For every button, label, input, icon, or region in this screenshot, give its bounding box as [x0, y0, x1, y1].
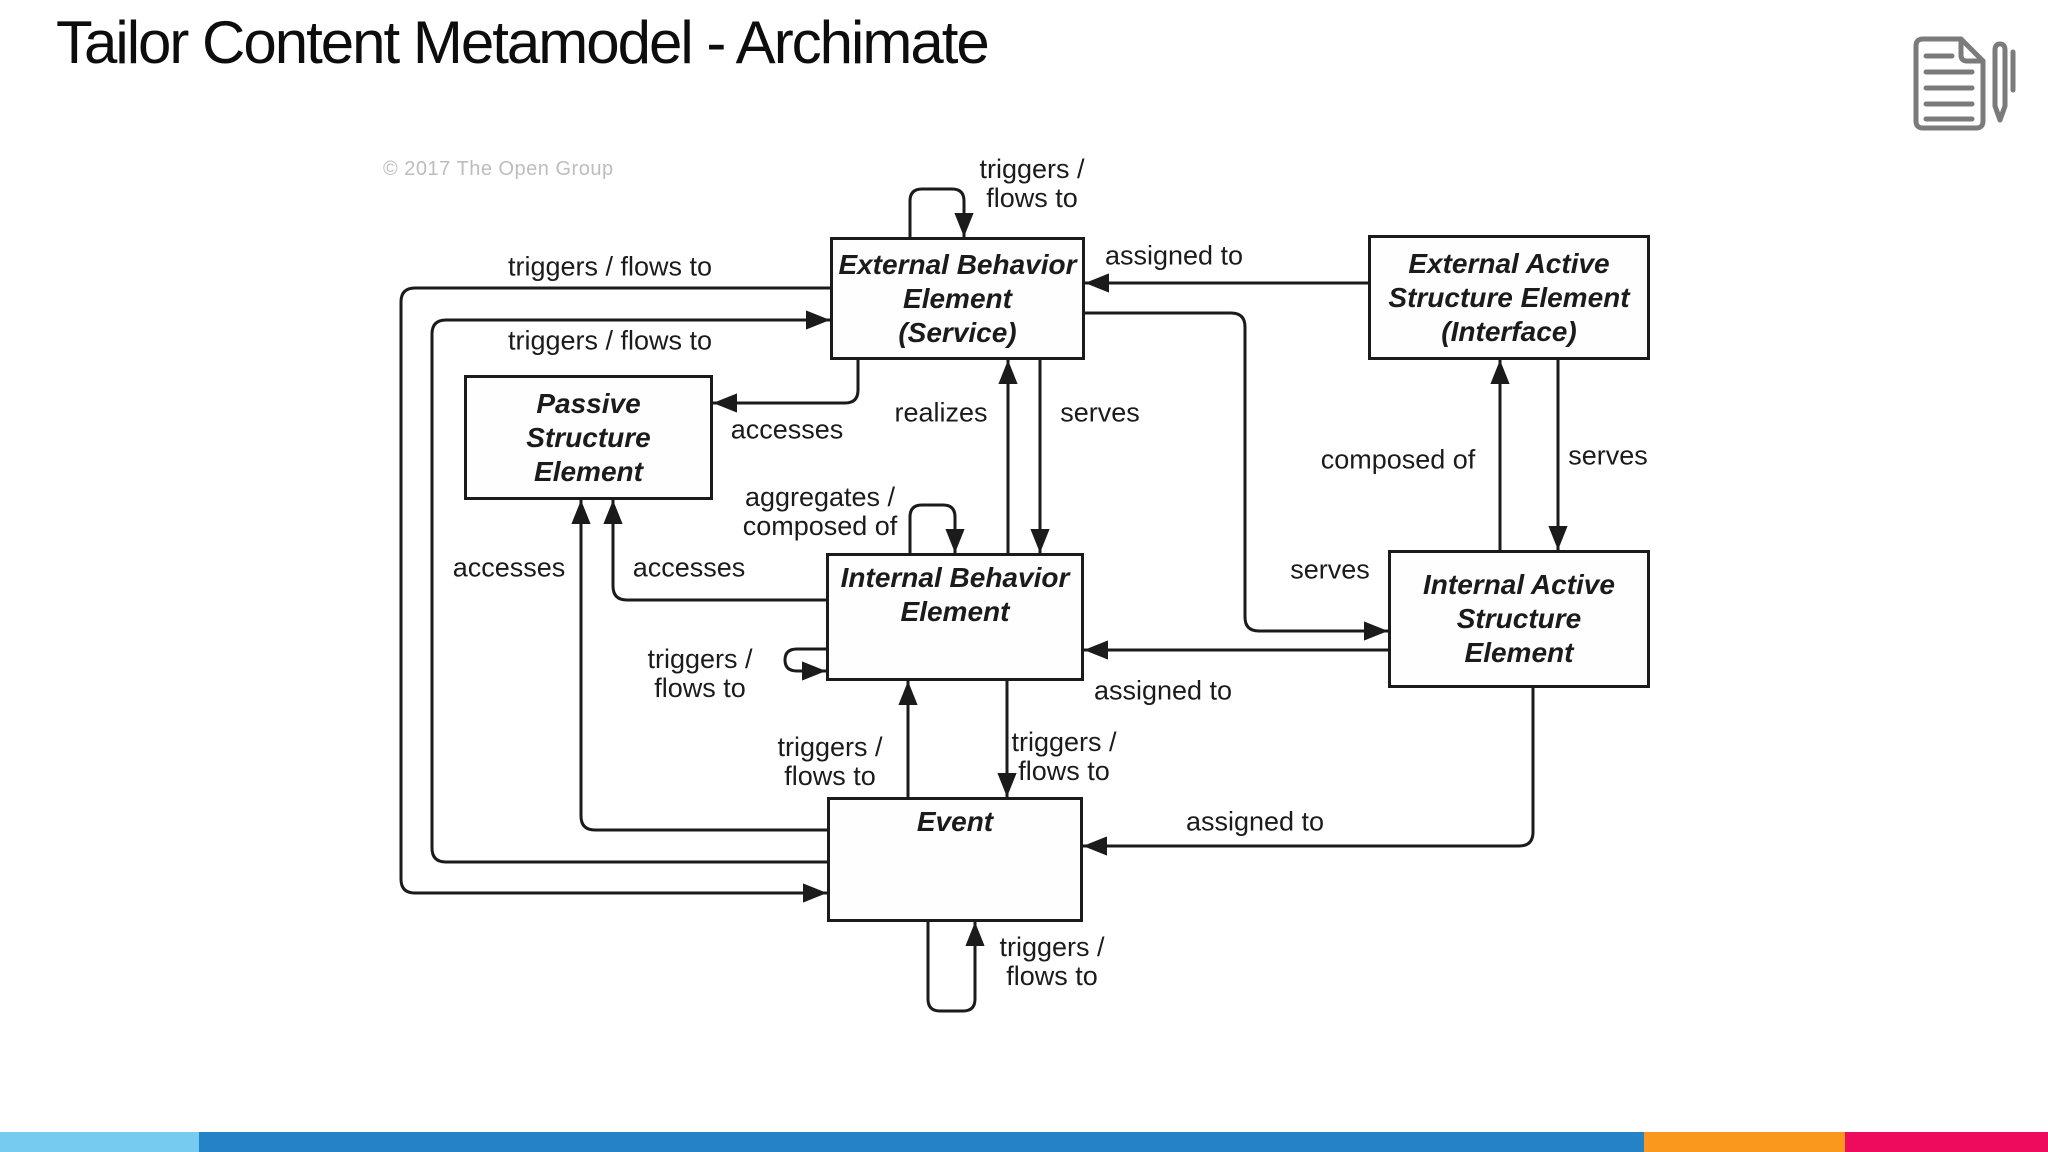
label-ebe-to-pse: accesses	[730, 414, 844, 445]
brand-color-bar	[0, 1132, 2048, 1152]
label-event-self-loop: triggers / flows to	[999, 932, 1105, 991]
label-ebe-to-iase: serves	[1290, 554, 1370, 585]
node-external-behavior-element: External Behavior Element (Service)	[830, 237, 1085, 360]
node-internal-active-structure-element: Internal Active Structure Element	[1388, 550, 1650, 688]
page-title: Tailor Content Metamodel - Archimate	[56, 9, 990, 76]
edge-ib-self-loop-top	[908, 503, 965, 553]
brand-bar-segment-blue	[199, 1132, 1644, 1152]
label-iase-to-ib: assigned to	[1093, 675, 1233, 706]
edge-event-to-ebe	[430, 310, 830, 864]
label-event-to-ebe-inner: triggers / flows to	[507, 325, 713, 356]
label-iase-to-event: assigned to	[1185, 806, 1325, 837]
label-ebe-self-loop: triggers / flows to	[979, 154, 1085, 213]
brand-bar-segment-lightblue	[0, 1132, 199, 1152]
node-passive-structure-element: Passive Structure Element	[464, 375, 713, 500]
label-ib-self-loop-left: triggers / flows to	[647, 644, 753, 703]
label-event-to-ib: triggers / flows to	[777, 732, 883, 791]
label-ease-to-iase: serves	[1568, 440, 1648, 471]
document-pen-icon	[1913, 36, 2016, 131]
brand-bar-segment-orange	[1644, 1132, 1845, 1152]
label-event-to-pse: accesses	[452, 552, 566, 583]
label-ib-to-ebe: realizes	[894, 397, 988, 428]
edge-ebe-to-event	[399, 286, 830, 903]
node-external-active-structure-element: External Active Structure Element (Inter…	[1368, 235, 1650, 360]
edge-iase-to-event	[1083, 688, 1535, 856]
label-ib-to-pse: accesses	[632, 552, 746, 583]
label-ebe-to-ib: serves	[1060, 397, 1140, 428]
label-ib-self-loop-top: aggregates / composed of	[742, 482, 898, 541]
edge-ib-self-loop-left	[783, 647, 826, 681]
label-ebe-to-event-outer: triggers / flows to	[507, 251, 713, 282]
edge-ib-to-pse	[603, 500, 826, 602]
label-ib-to-event: triggers / flows to	[1011, 727, 1117, 786]
edge-ebe-self-loop	[908, 187, 974, 237]
edge-event-to-pse	[571, 500, 827, 832]
label-iase-to-ease: composed of	[1320, 444, 1476, 475]
node-internal-behavior-element: Internal Behavior Element	[826, 553, 1084, 681]
edge-event-self-loop	[926, 922, 985, 1013]
edge-ebe-to-iase	[1085, 311, 1388, 641]
node-event: Event	[827, 797, 1083, 922]
copyright-text: © 2017 The Open Group	[383, 158, 614, 180]
edge-ebe-to-pse	[713, 360, 860, 413]
brand-bar-segment-pink	[1845, 1132, 2048, 1152]
label-ease-to-ebe: assigned to	[1104, 240, 1244, 271]
